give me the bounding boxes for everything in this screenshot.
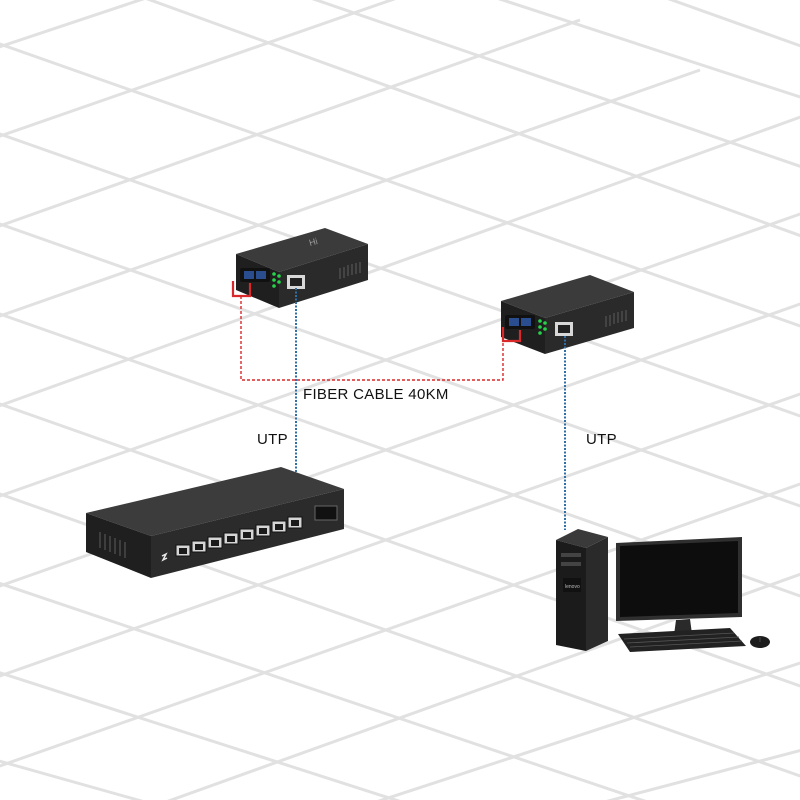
fiber-cable bbox=[231, 281, 522, 381]
tower-brand-label: lenovo bbox=[565, 584, 580, 590]
tower-brand-badge bbox=[563, 578, 581, 592]
right-media-converter bbox=[501, 275, 634, 354]
right-converter-leds bbox=[538, 319, 547, 335]
network-switch bbox=[86, 467, 344, 578]
switch-vent bbox=[99, 532, 126, 558]
switch-sfp-port bbox=[314, 505, 338, 521]
fiber-cable-label: FIBER CABLE 40KM bbox=[303, 386, 449, 403]
desktop-computer: lenovo bbox=[556, 529, 770, 652]
switch-logo-icon bbox=[161, 552, 168, 562]
utp-label-right: UTP bbox=[586, 431, 617, 448]
right-converter-vent bbox=[605, 310, 627, 327]
left-converter-logo: Hi bbox=[308, 236, 319, 248]
switch-port-holes bbox=[179, 520, 299, 554]
left-converter-leds bbox=[272, 272, 281, 288]
left-converter-vent bbox=[339, 262, 361, 279]
utp-label-left: UTP bbox=[257, 431, 288, 448]
left-media-converter: Hi bbox=[236, 228, 368, 308]
